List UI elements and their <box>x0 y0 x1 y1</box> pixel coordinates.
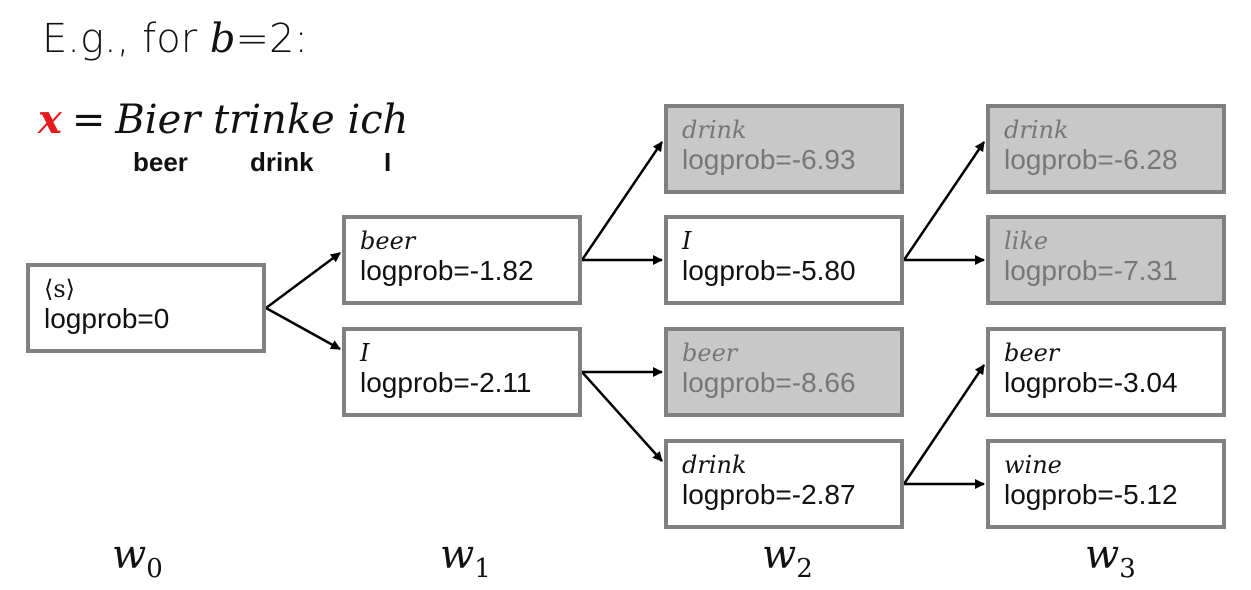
title-prefix: E.g., for <box>42 16 210 62</box>
column-sub: 0 <box>146 554 163 584</box>
column-label-w0: w0 <box>112 532 163 584</box>
node-logprob: logprob=-6.28 <box>1004 144 1178 175</box>
title-suffix: =2: <box>235 16 308 62</box>
node-logprob: logprob=-5.12 <box>1004 479 1178 510</box>
node-token: drink <box>1004 116 1069 144</box>
node-w2-i: I logprob=-5.80 <box>664 215 904 305</box>
node-w2-drink: drink logprob=-2.87 <box>664 439 904 529</box>
column-label-w2: w2 <box>762 532 813 584</box>
column-sub: 2 <box>796 554 813 584</box>
source-var: x <box>38 96 62 143</box>
edge-arrow <box>265 251 341 310</box>
node-token: wine <box>1004 451 1062 479</box>
gloss-word: beer <box>133 147 188 177</box>
node-logprob: logprob=-8.66 <box>682 367 856 398</box>
column-sub: 1 <box>474 554 491 584</box>
node-token: drink <box>682 451 747 479</box>
node-token: beer <box>682 339 738 367</box>
column-sub: 3 <box>1119 554 1136 584</box>
gloss-word: I <box>384 147 392 177</box>
source-text: Bier trinke ich <box>115 97 409 143</box>
column-var: w <box>762 532 797 578</box>
node-token: like <box>1004 227 1049 255</box>
column-label-w3: w3 <box>1085 532 1136 584</box>
column-label-w1: w1 <box>440 532 491 584</box>
node-token: beer <box>360 227 416 255</box>
node-w3-drink-pruned: drink logprob=-6.28 <box>986 104 1226 194</box>
node-token: I <box>682 227 692 255</box>
source-sentence: x=Bier trinke ich <box>38 96 408 143</box>
node-w2-beer-pruned: beer logprob=-8.66 <box>664 327 904 417</box>
node-token: drink <box>682 116 747 144</box>
node-token: I <box>360 339 370 367</box>
title-beam-var: b <box>209 16 236 62</box>
node-logprob: logprob=-2.87 <box>682 479 856 510</box>
node-w3-wine: wine logprob=-5.12 <box>986 439 1226 529</box>
node-logprob: logprob=-2.11 <box>360 367 532 398</box>
equals-sign: = <box>71 97 106 143</box>
node-w0-start: ⟨s⟩ logprob=0 <box>26 263 266 353</box>
node-logprob: logprob=-7.31 <box>1004 255 1178 286</box>
node-logprob: logprob=-5.80 <box>682 255 856 286</box>
node-w2-drink-pruned: drink logprob=-6.93 <box>664 104 904 194</box>
edge-arrow <box>902 141 986 261</box>
node-w3-beer: beer logprob=-3.04 <box>986 327 1226 417</box>
node-logprob: logprob=0 <box>44 303 170 334</box>
node-token: beer <box>1004 339 1060 367</box>
gloss-word: drink <box>250 147 314 177</box>
edge-arrow <box>902 364 986 485</box>
column-var: w <box>112 532 147 578</box>
node-logprob: logprob=-3.04 <box>1004 367 1178 398</box>
column-var: w <box>1085 532 1120 578</box>
node-w1-i: I logprob=-2.11 <box>342 327 582 417</box>
edge-arrow <box>265 306 341 351</box>
node-w1-beer: beer logprob=-1.82 <box>342 215 582 305</box>
node-logprob: logprob=-6.93 <box>682 144 856 175</box>
slide-title: E.g., for b=2: <box>42 16 308 62</box>
edge-arrow <box>580 141 664 261</box>
node-token: ⟨s⟩ <box>44 275 76 303</box>
node-logprob: logprob=-1.82 <box>360 255 534 286</box>
edge-arrow <box>581 371 663 462</box>
column-var: w <box>440 532 475 578</box>
node-w3-like-pruned: like logprob=-7.31 <box>986 215 1226 305</box>
